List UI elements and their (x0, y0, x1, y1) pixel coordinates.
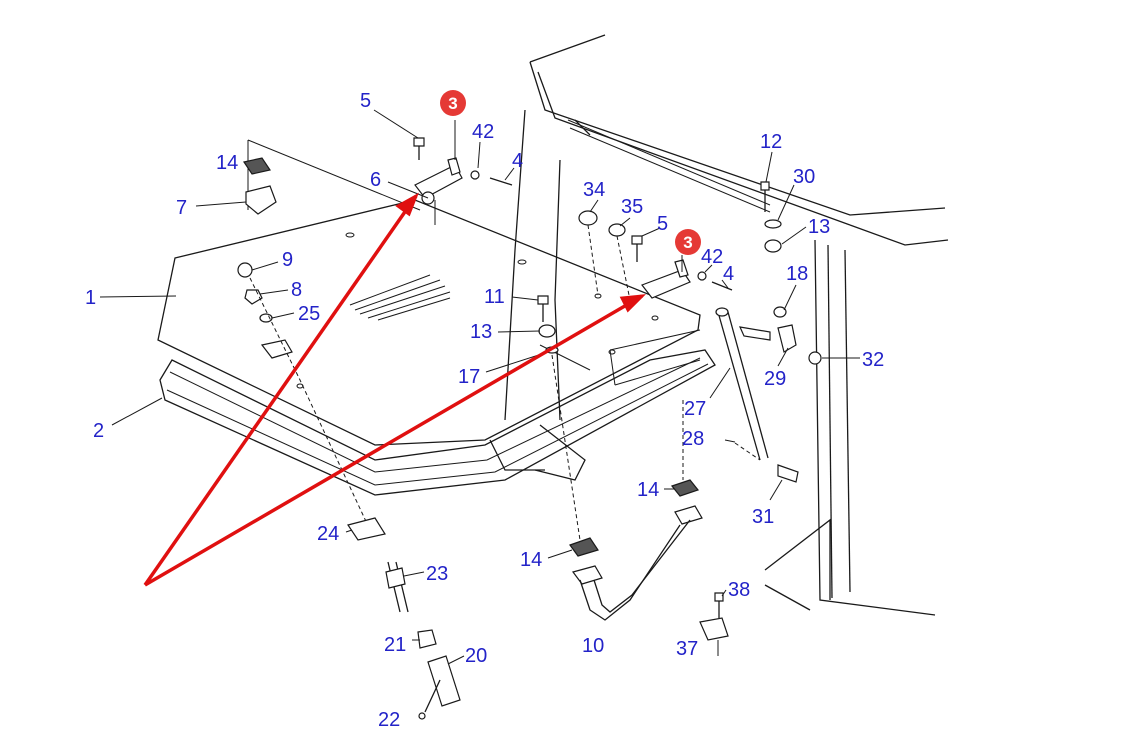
label-5-right: 5 (657, 213, 668, 235)
hinge-left (413, 120, 513, 205)
label-35: 35 (621, 196, 643, 218)
bracket-parts (699, 592, 729, 656)
callout-right-text: 3 (683, 233, 692, 252)
label-12: 12 (760, 131, 782, 153)
label-4-right: 4 (723, 263, 734, 285)
label-42-left: 42 (472, 121, 494, 143)
label-29: 29 (764, 368, 786, 390)
part-labels: 1 2 5 42 4 6 14 7 9 8 25 12 30 13 34 35 … (85, 90, 884, 731)
label-9: 9 (282, 249, 293, 271)
label-37: 37 (676, 638, 698, 660)
callout-right: 3 (675, 229, 701, 255)
label-13-mid: 13 (470, 321, 492, 343)
label-22: 22 (378, 709, 400, 731)
label-11: 11 (484, 286, 505, 308)
label-18: 18 (786, 263, 808, 285)
leader-lines (99, 109, 860, 665)
label-20: 20 (465, 645, 487, 667)
label-13-right: 13 (808, 216, 830, 238)
label-23: 23 (426, 563, 448, 585)
left-latch-parts (237, 157, 371, 531)
hood-seal (159, 344, 716, 496)
rod-assembly (347, 517, 461, 720)
label-7: 7 (176, 197, 187, 219)
label-30: 30 (793, 166, 815, 188)
strut-assembly (715, 181, 822, 483)
label-8: 8 (291, 279, 302, 301)
label-28: 28 (682, 428, 704, 450)
label-38: 38 (728, 579, 750, 601)
label-1: 1 (85, 287, 96, 309)
label-34: 34 (583, 179, 605, 201)
callout-left: 3 (440, 90, 466, 116)
label-27: 27 (684, 398, 706, 420)
label-32: 32 (862, 349, 884, 371)
label-14-right: 14 (637, 479, 659, 501)
hood-panel (157, 139, 701, 446)
label-14-bottom: 14 (520, 549, 542, 571)
handle-assembly (569, 400, 703, 621)
cab-frame (489, 34, 949, 616)
label-21: 21 (384, 634, 406, 656)
label-4-left: 4 (512, 150, 523, 172)
label-17: 17 (458, 366, 480, 388)
label-25: 25 (298, 303, 320, 325)
callout-left-text: 3 (448, 94, 457, 113)
label-10: 10 (582, 635, 604, 657)
label-6: 6 (370, 169, 381, 191)
label-5-left: 5 (360, 90, 371, 112)
hinge-right (631, 235, 733, 299)
label-42-right: 42 (701, 246, 723, 268)
red-arrows (143, 192, 647, 587)
label-24: 24 (317, 523, 339, 545)
label-31: 31 (752, 506, 774, 528)
label-2: 2 (93, 420, 104, 442)
label-14-top: 14 (216, 152, 238, 174)
